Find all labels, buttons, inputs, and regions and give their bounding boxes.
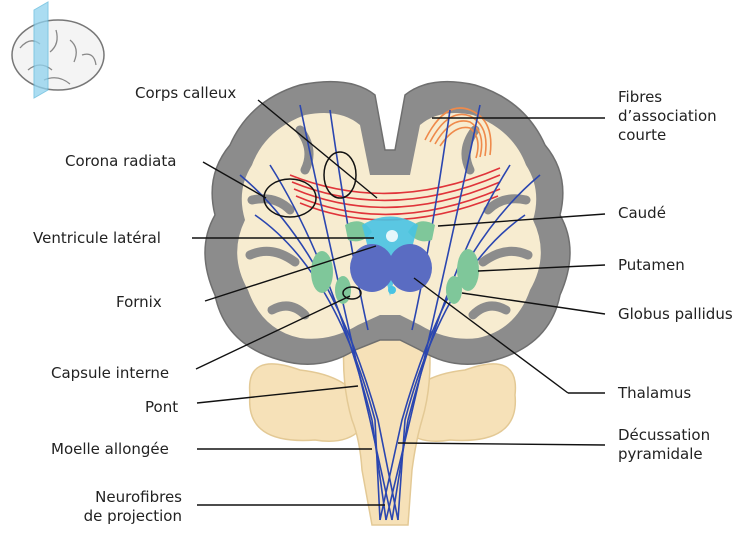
label-decussation-line2: pyramidale: [618, 445, 703, 463]
label-fibres-line2: d’association: [618, 107, 717, 125]
label-decussation-line1: Décussation: [618, 426, 710, 444]
label-corona-radiata: Corona radiata: [65, 152, 176, 171]
label-neurofibres-line2: de projection: [84, 507, 182, 525]
label-moelle-allongee: Moelle allongée: [51, 440, 169, 459]
label-decussation: Décussation pyramidale: [618, 426, 710, 464]
label-globus-pallidus: Globus pallidus: [618, 305, 733, 324]
brain-orientation-icon: [12, 2, 104, 98]
label-fornix: Fornix: [116, 293, 162, 312]
putamen-left: [311, 251, 333, 293]
third-ventricle-dot: [388, 286, 396, 294]
label-ventricule-lateral: Ventricule latéral: [33, 229, 161, 248]
label-neurofibres: Neurofibres de projection: [60, 488, 182, 526]
globus-pallidus-right: [446, 276, 462, 304]
label-capsule-interne: Capsule interne: [51, 364, 169, 383]
label-corps-calleux: Corps calleux: [135, 84, 236, 103]
label-neurofibres-line1: Neurofibres: [95, 488, 182, 506]
label-caude: Caudé: [618, 204, 666, 223]
label-pont: Pont: [145, 398, 178, 417]
label-fibres-line1: Fibres: [618, 88, 662, 106]
label-fibres-line3: courte: [618, 126, 666, 144]
label-thalamus: Thalamus: [618, 384, 691, 403]
fornix-shape: [386, 230, 398, 242]
label-putamen: Putamen: [618, 256, 685, 275]
label-fibres-association: Fibres d’association courte: [618, 88, 717, 145]
